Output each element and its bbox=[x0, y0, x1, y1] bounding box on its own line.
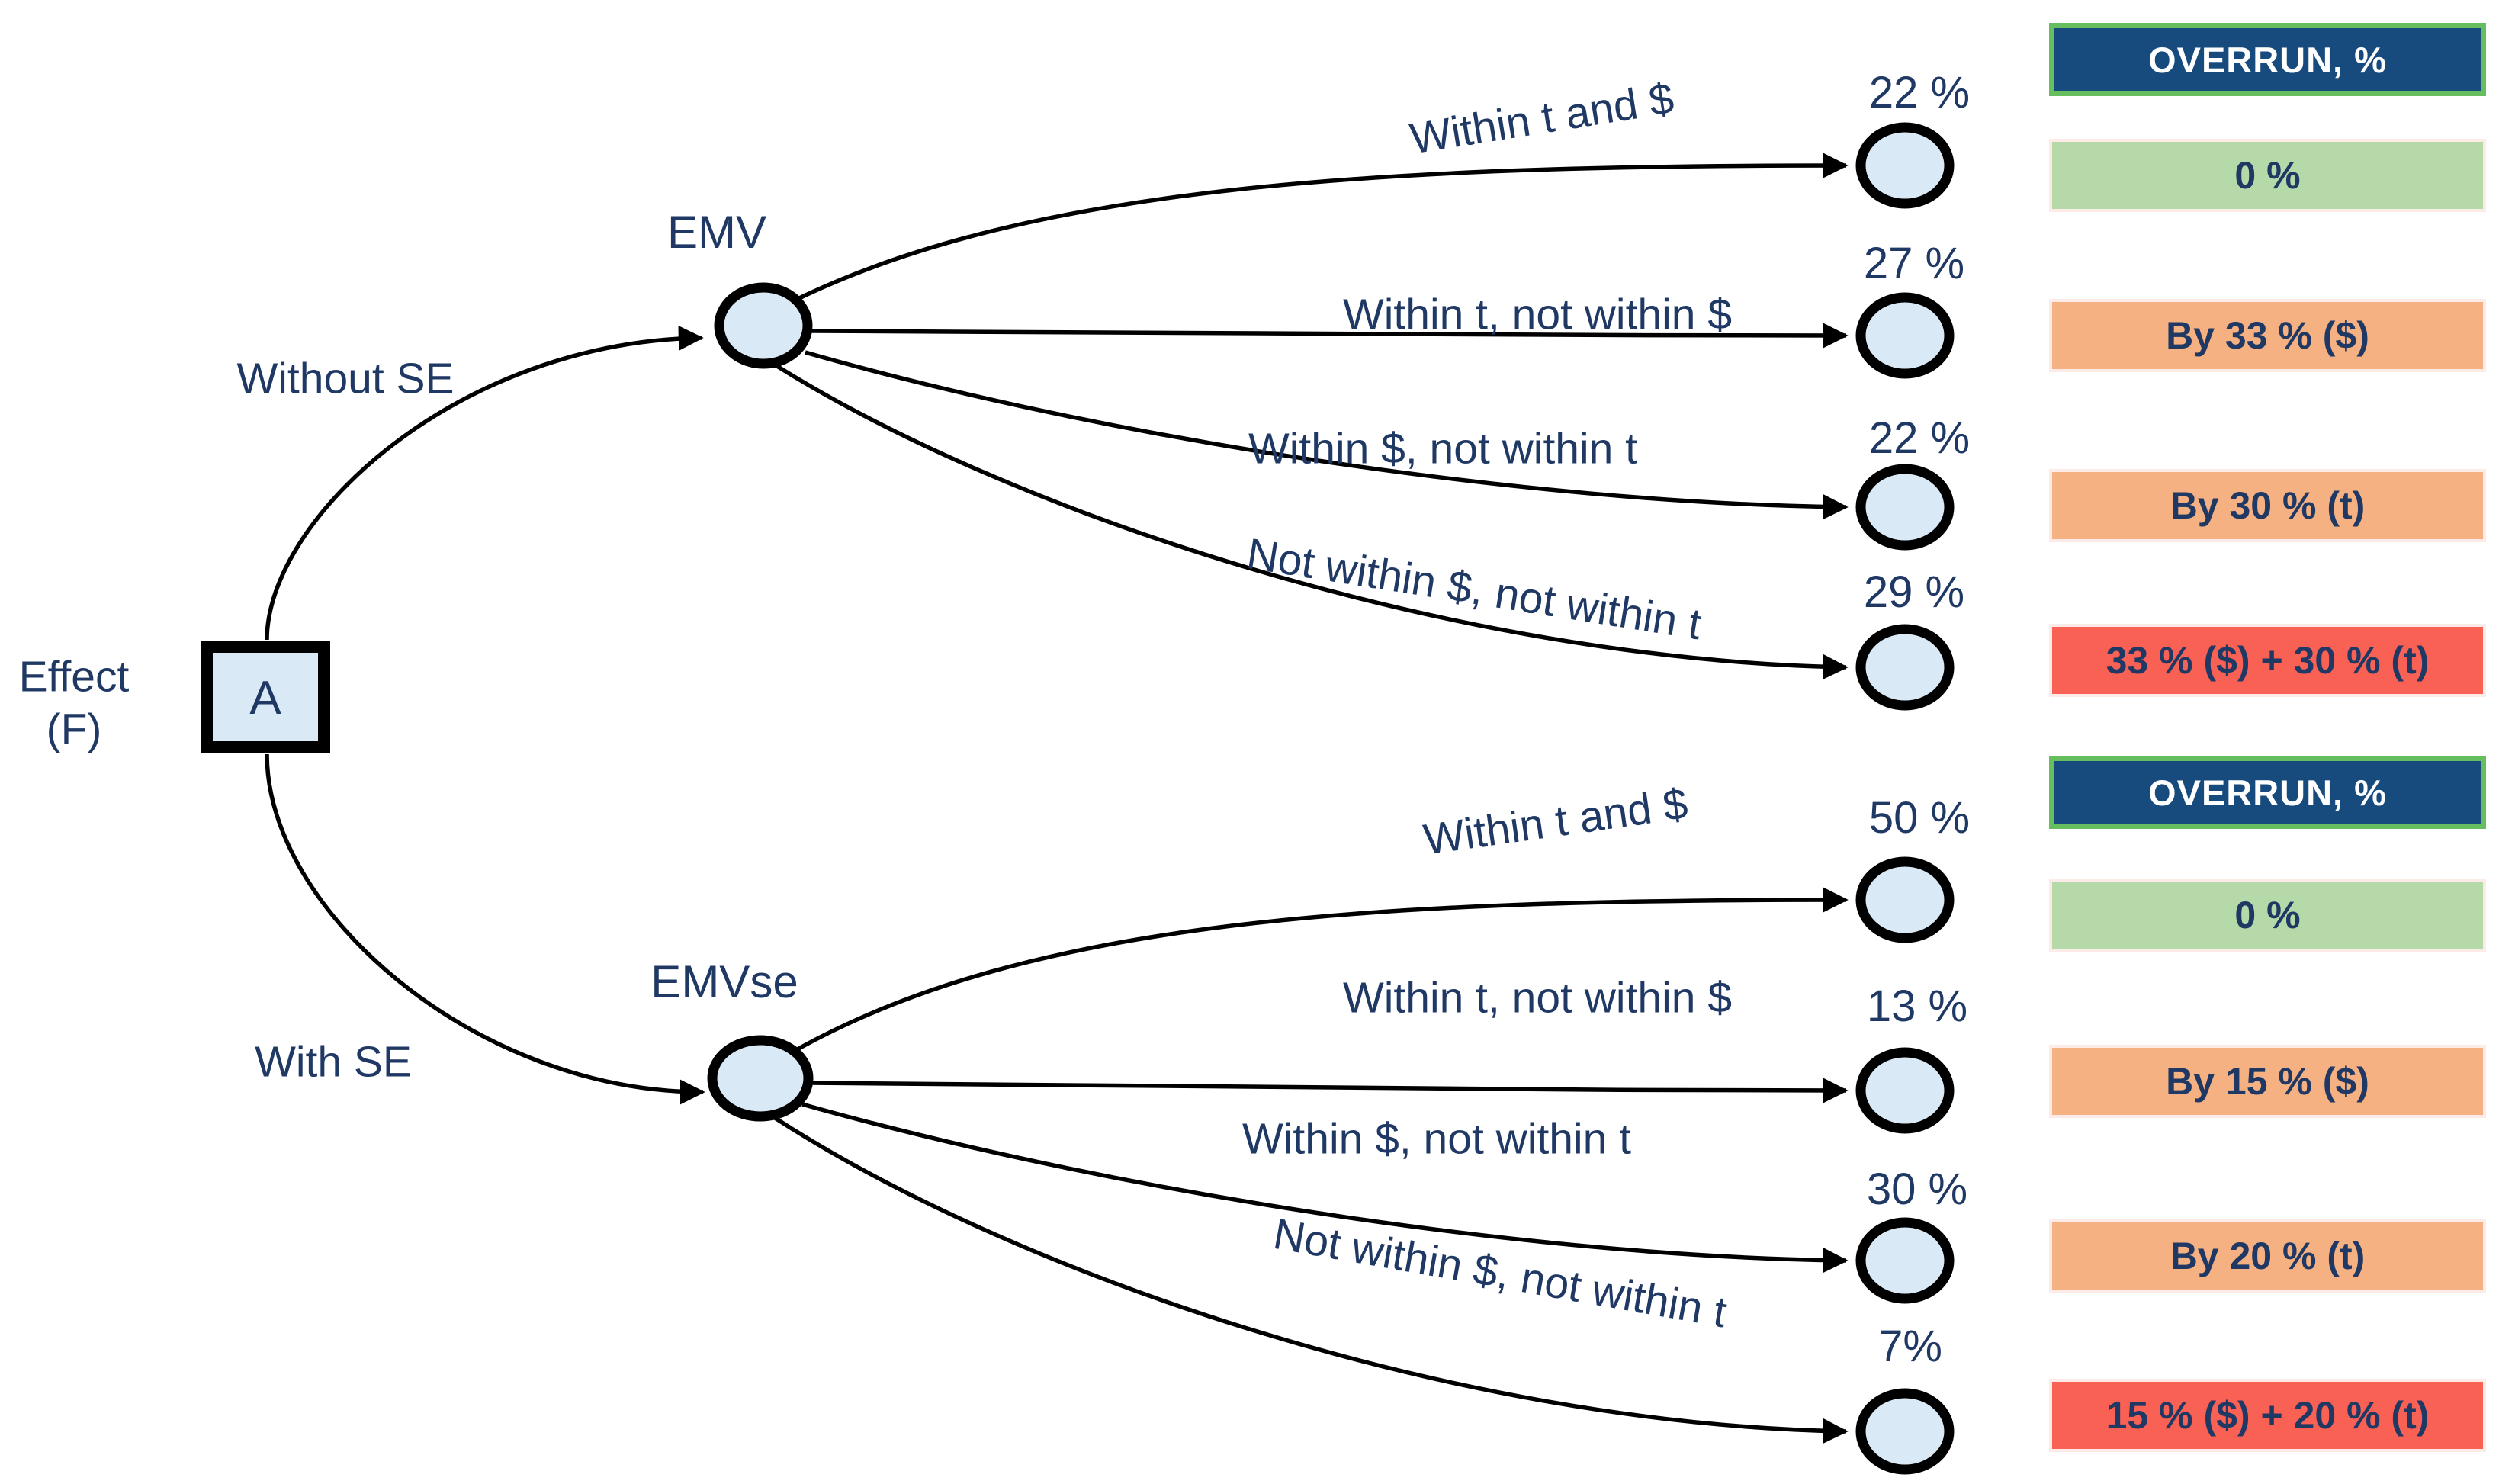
end-node-emvse-1 bbox=[1855, 856, 1955, 943]
end-node-emv-2 bbox=[1855, 292, 1955, 379]
root-caption-line2: (F) bbox=[46, 705, 102, 753]
chance-node-label-emv: EMV bbox=[667, 207, 767, 258]
probability-label-emv-2: 27 % bbox=[1863, 239, 1965, 289]
overrun-cell-emv-4: 33 % ($) + 30 % (t) bbox=[2049, 624, 2486, 697]
overrun-cell-emv-1: 0 % bbox=[2049, 139, 2486, 212]
probability-label-emv-3: 22 % bbox=[1868, 413, 1971, 464]
probability-label-emvse-1: 50 % bbox=[1868, 793, 1971, 843]
outcome-label-emvse-2: Within t, not within $ bbox=[1342, 973, 1733, 1023]
outcome-curve-emv-1 bbox=[796, 153, 1849, 301]
end-node-emvse-4 bbox=[1855, 1388, 1955, 1475]
overrun-cell-emv-2: By 33 % ($) bbox=[2049, 299, 2486, 372]
probability-label-emvse-4: 7% bbox=[1878, 1322, 1942, 1372]
overrun-cell-emvse-3: By 20 % (t) bbox=[2049, 1219, 2486, 1293]
outcome-label-emv-3: Within $, not within t bbox=[1248, 424, 1638, 474]
end-node-emv-1 bbox=[1855, 122, 1955, 209]
overrun-cell-emv-3: By 30 % (t) bbox=[2049, 469, 2486, 542]
branch-label-with-se: With SE bbox=[255, 1037, 412, 1087]
end-node-emv-3 bbox=[1855, 464, 1955, 551]
root-node-label: A bbox=[249, 671, 281, 724]
end-node-emvse-2 bbox=[1855, 1047, 1955, 1134]
end-node-emvse-3 bbox=[1855, 1217, 1955, 1304]
probability-label-emv-1: 22 % bbox=[1868, 68, 1971, 118]
overrun-cell-emvse-4: 15 % ($) + 20 % (t) bbox=[2049, 1379, 2486, 1452]
outcome-label-emvse-3: Within $, not within t bbox=[1241, 1114, 1632, 1164]
probability-label-emvse-3: 30 % bbox=[1866, 1164, 1968, 1215]
probability-label-emvse-2: 13 % bbox=[1866, 981, 1968, 1032]
root-caption: Effect (F) bbox=[19, 648, 130, 757]
chance-node-emv bbox=[714, 282, 813, 369]
branch-curve-without-se bbox=[265, 325, 704, 641]
branch-curve-with-se bbox=[265, 753, 705, 1105]
probability-label-emv-4: 29 % bbox=[1863, 567, 1965, 618]
end-node-emv-4 bbox=[1855, 624, 1955, 711]
outcome-curve-emvse-1 bbox=[793, 887, 1849, 1053]
chance-node-label-emvse: EMVse bbox=[650, 956, 798, 1007]
outcome-curve-emvse-4 bbox=[769, 1113, 1849, 1444]
overrun-header-emvse: OVERRUN, % bbox=[2049, 756, 2486, 829]
outcome-curve-emv-2 bbox=[811, 323, 1849, 349]
outcome-label-emv-2: Within t, not within $ bbox=[1342, 290, 1733, 339]
outcome-curve-emv-4 bbox=[772, 361, 1849, 679]
outcome-curve-emvse-3 bbox=[801, 1102, 1849, 1274]
overrun-cell-emvse-2: By 15 % ($) bbox=[2049, 1045, 2486, 1118]
outcome-curve-emv-3 bbox=[805, 350, 1849, 520]
overrun-header-emv: OVERRUN, % bbox=[2049, 23, 2486, 96]
decision-node-a bbox=[201, 641, 330, 753]
branch-label-without-se: Without SE bbox=[236, 354, 455, 403]
chance-node-emvse bbox=[707, 1035, 814, 1122]
outcome-curve-emvse-2 bbox=[808, 1078, 1849, 1103]
overrun-cell-emvse-1: 0 % bbox=[2049, 879, 2486, 952]
root-caption-line1: Effect bbox=[18, 652, 130, 702]
